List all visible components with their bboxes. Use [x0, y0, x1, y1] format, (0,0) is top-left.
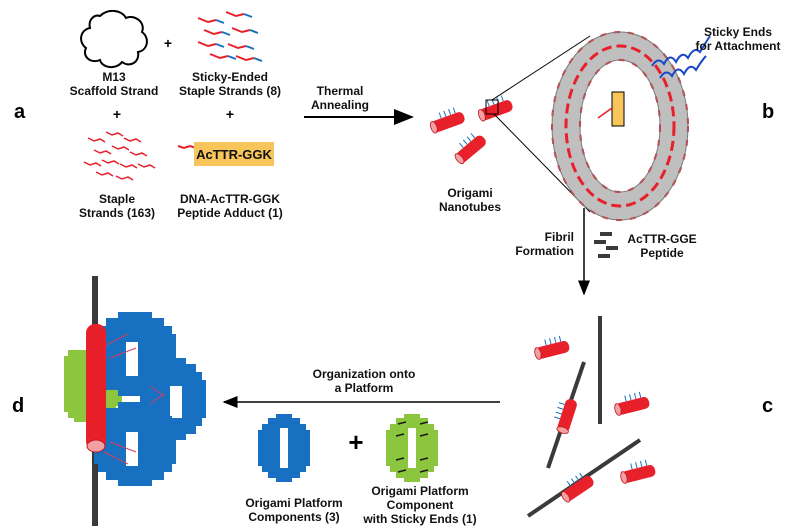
m13-label-2: Scaffold Strand [70, 84, 159, 98]
assembled-nanotube [86, 324, 106, 450]
plus-sign-1: + [164, 35, 172, 51]
panel-letter-a: a [14, 101, 26, 123]
platform-plain-label-1: Origami Platform [245, 496, 342, 510]
organization-label-1: Organization onto [313, 367, 416, 381]
staples-label-2: Strands (163) [79, 206, 155, 220]
panel-letter-c: c [762, 395, 773, 417]
nanotubes-label-1: Origami [447, 186, 492, 200]
ring-peptide-box [611, 91, 625, 127]
plus-sign-4: + [348, 427, 363, 457]
zoom-line-top [491, 35, 591, 101]
panel-letter-b: b [762, 101, 774, 123]
peptide-label-1: AcTTR-GGE [627, 232, 696, 246]
green-component-sticky-ends [395, 421, 429, 473]
adduct-dna-strand [177, 144, 197, 150]
platform-sticky-label-1: Origami Platform [371, 484, 468, 498]
adduct-label-2: Peptide Adduct (1) [177, 206, 283, 220]
adduct-box-label: AcTTR-GGK [196, 147, 272, 162]
adduct-peptide-box [194, 142, 274, 166]
peptide-label-2: Peptide [640, 246, 684, 260]
bound-nanotube-1 [549, 395, 579, 436]
fibril-label-2: Formation [515, 244, 574, 258]
panel-letter-d: d [12, 395, 24, 417]
nanotube-ring-closeup [551, 31, 689, 221]
sticky-staples-label-1: Sticky-Ended [192, 70, 268, 84]
free-nanotube-2 [611, 389, 651, 417]
nanotubes-label-2: Nanotubes [439, 200, 501, 214]
assembled-junction-strands [103, 333, 165, 465]
organization-label-2: a Platform [335, 381, 394, 395]
sticky-ends-label-1: Sticky Ends [704, 25, 772, 39]
m13-scaffold-loop [80, 10, 148, 68]
platform-sticky-label-2: Component [387, 498, 454, 512]
platform-plain-label-2: Components (3) [248, 510, 339, 524]
sticky-end-strand-2 [659, 55, 707, 79]
platform-component-green-icon [386, 414, 438, 482]
staple-strands-icon [83, 131, 156, 181]
platform-component-blue-icon [258, 414, 310, 482]
sticky-ends-label-2: for Attachment [696, 39, 781, 53]
assembled-blue-component-right [140, 358, 206, 440]
sticky-end-strand-1 [651, 35, 711, 67]
assembled-nanotube-end [86, 439, 106, 453]
platform-sticky-label-3: with Sticky Ends (1) [362, 512, 476, 526]
ring-peptide-linker [597, 107, 613, 119]
annealing-label-1: Thermal [317, 84, 364, 98]
origami-nanotube-1 [426, 104, 467, 135]
adduct-label-1: DNA-AcTTR-GGK [180, 192, 280, 206]
annealing-label-2: Annealing [311, 98, 369, 112]
origami-nanotube-2 [474, 92, 515, 123]
origami-nanotube-3 [449, 128, 489, 166]
staples-label-1: Staple [99, 192, 135, 206]
peptide-monomers-icon [594, 232, 618, 258]
fibril-label-1: Fibril [545, 230, 574, 244]
sticky-staple-strands-icon [197, 11, 263, 62]
plus-sign-3: + [226, 106, 234, 122]
m13-label-1: M13 [102, 70, 126, 84]
free-nanotube-3 [617, 457, 657, 485]
plus-sign-2: + [113, 106, 121, 122]
sticky-staples-label-2: Staple Strands (8) [179, 84, 281, 98]
free-nanotube-1 [531, 333, 571, 361]
